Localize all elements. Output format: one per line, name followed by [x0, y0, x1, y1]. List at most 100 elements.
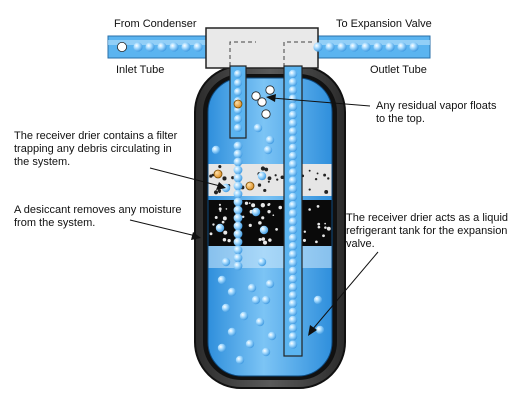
outlet-tube-bubble — [288, 299, 298, 308]
liquid-bubble — [215, 223, 225, 233]
pipe-bubble — [385, 42, 395, 52]
outlet-tube-bubble — [288, 340, 298, 349]
liquid-bubble — [251, 295, 261, 305]
outlet-tube-bubble — [288, 151, 298, 161]
filter-speck — [218, 165, 222, 169]
filter-speck — [323, 173, 327, 177]
liquid-bubble — [267, 331, 277, 341]
liquid-bubble — [217, 343, 227, 353]
pipe-bubble — [373, 42, 383, 52]
housing-dashed-right — [283, 41, 312, 66]
desiccant-speck — [241, 215, 245, 219]
desiccant-speck — [251, 203, 256, 208]
filter-arrow — [149, 167, 221, 187]
filter-speck — [260, 166, 266, 171]
desiccant-speck — [225, 208, 228, 210]
debris-particle — [213, 169, 223, 179]
outlet-tube-bubble — [288, 69, 298, 79]
liquid-bubble — [211, 145, 221, 155]
liquid-bubble — [257, 257, 267, 267]
liquid-bubble — [257, 171, 267, 181]
desiccant-speck — [223, 230, 228, 235]
rising-bubble — [233, 237, 243, 247]
pipe-bubble — [349, 42, 359, 52]
to-expansion-valve-label: To Expansion Valve — [336, 18, 432, 30]
liquid-bubble — [217, 275, 227, 285]
pipe-bubble — [169, 42, 179, 52]
debris-particle — [233, 99, 243, 109]
top-housing — [205, 27, 319, 69]
desiccant-speck — [222, 216, 227, 221]
outlet-tube-bubble — [288, 143, 298, 152]
vapor-bubble — [257, 97, 267, 107]
desiccant-speck — [244, 201, 249, 205]
rising-bubble — [233, 261, 243, 271]
liquid-bubble — [239, 311, 249, 321]
desiccant-speck — [212, 223, 215, 226]
filter-arrowhead — [216, 182, 226, 190]
outlet-tube-bubble — [288, 102, 298, 112]
liquid-bubble — [315, 325, 325, 335]
desiccant-speck — [322, 234, 325, 238]
filter-speck — [314, 177, 318, 181]
desiccant-speck — [272, 214, 275, 217]
desiccant-speck — [268, 238, 272, 242]
refrigerant-bubbles — [117, 42, 419, 365]
outlet-tube-bubble — [288, 258, 298, 267]
outlet-tube-bubble — [288, 315, 298, 325]
desiccant-speck — [317, 222, 321, 226]
filter-speck — [213, 190, 219, 195]
desiccant-speck — [308, 208, 311, 211]
pipe-bubble — [325, 42, 335, 52]
filter-speck — [257, 183, 262, 187]
rising-bubble — [233, 181, 243, 191]
liquid-bubble — [221, 303, 231, 313]
desiccant-speck — [324, 222, 326, 225]
outlet-tube-bubble — [288, 209, 298, 218]
inlet-tube-bubble — [234, 115, 242, 123]
filter-note: The receiver drier contains a filter tra… — [14, 130, 178, 168]
outlet-tube-label: Outlet Tube — [370, 64, 427, 76]
vapor-arrow — [271, 97, 371, 107]
liquid-bubble — [255, 317, 265, 327]
pipe-bubble — [313, 42, 323, 52]
pipe-bubble — [181, 42, 191, 52]
pipe-bubble — [145, 42, 155, 52]
outlet-tube-bubble — [288, 274, 298, 284]
desiccant-speck — [260, 203, 265, 208]
desiccant-speck — [218, 207, 222, 211]
desiccant-arrowhead — [191, 232, 201, 240]
outlet-tube-bubble — [288, 266, 298, 275]
rising-bubble — [233, 213, 243, 223]
filter-speck — [276, 178, 279, 181]
outlet-tube-bubble — [288, 127, 298, 136]
outlet-tube-bubble — [288, 242, 298, 251]
inlet-tube-bubble — [234, 79, 242, 87]
inlet-tube-bubble — [234, 106, 242, 114]
outlet-tube-bubble — [288, 291, 298, 300]
desiccant-speck — [248, 202, 251, 205]
filter-speck — [209, 174, 213, 178]
filter-speck — [267, 180, 270, 183]
outlet-tube-bubble — [288, 201, 298, 210]
filter-speck — [327, 177, 330, 180]
outlet-tube-bubble — [288, 160, 298, 169]
pipe-vapor-bubble — [117, 42, 128, 53]
liquid-bubble — [259, 225, 269, 235]
desiccant-speck — [227, 238, 231, 243]
desiccant-speck — [316, 205, 320, 208]
liquid-bubble — [245, 339, 255, 349]
residual-vapor-note: Any residual vapor floats to the top. — [376, 100, 497, 125]
from-condenser-label: From Condenser — [114, 18, 197, 30]
desiccant-speck — [214, 216, 218, 219]
rising-bubble — [233, 189, 243, 199]
desiccant-speck — [221, 220, 225, 224]
pipe-bubble — [409, 42, 419, 52]
liquid-bubble — [227, 287, 237, 297]
outlet-tube-bubble — [288, 176, 298, 185]
desiccant-speck — [209, 232, 213, 236]
filter-speck — [324, 190, 329, 194]
vapor-bubble — [251, 91, 261, 101]
desiccant-speck — [327, 228, 330, 231]
desiccant-speck — [261, 216, 265, 220]
